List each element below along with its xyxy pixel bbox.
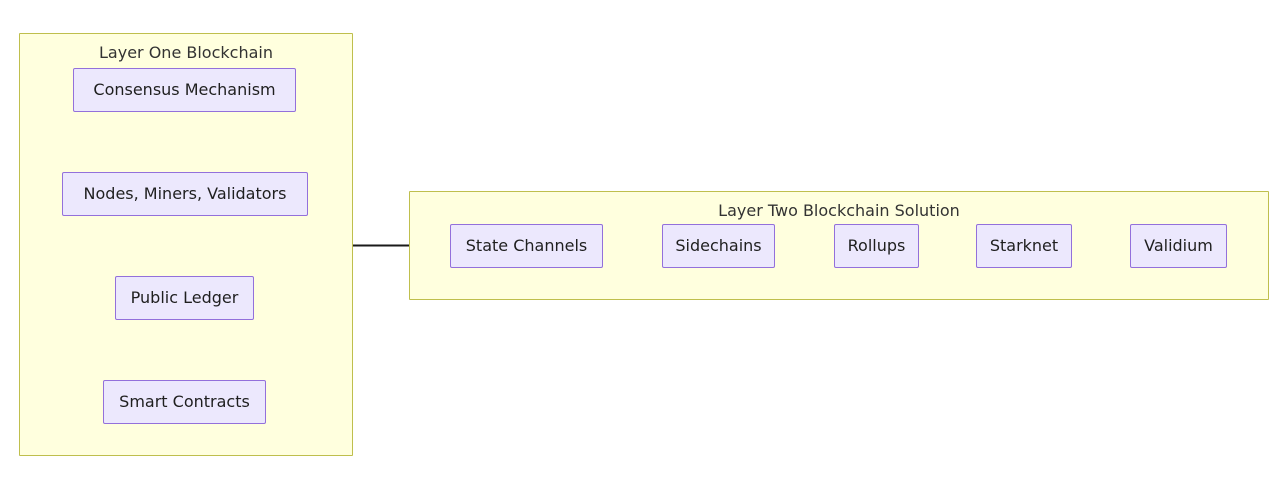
node-nodes-miners-validators-label: Nodes, Miners, Validators bbox=[83, 184, 287, 203]
node-starknet[interactable]: Starknet bbox=[976, 224, 1072, 268]
node-validium[interactable]: Validium bbox=[1130, 224, 1227, 268]
node-sidechains[interactable]: Sidechains bbox=[662, 224, 775, 268]
node-sidechains-label: Sidechains bbox=[675, 236, 762, 255]
cluster-layer-two-title: Layer Two Blockchain Solution bbox=[718, 201, 960, 220]
node-rollups-label: Rollups bbox=[847, 236, 906, 255]
node-public-ledger-label: Public Ledger bbox=[130, 288, 239, 307]
cluster-layer-one-title: Layer One Blockchain bbox=[99, 43, 273, 62]
node-smart-contracts-label: Smart Contracts bbox=[119, 392, 250, 411]
node-public-ledger[interactable]: Public Ledger bbox=[115, 276, 254, 320]
node-nodes-miners-validators[interactable]: Nodes, Miners, Validators bbox=[62, 172, 308, 216]
node-starknet-label: Starknet bbox=[989, 236, 1059, 255]
node-rollups[interactable]: Rollups bbox=[834, 224, 919, 268]
node-consensus-mechanism[interactable]: Consensus Mechanism bbox=[73, 68, 296, 112]
node-state-channels[interactable]: State Channels bbox=[450, 224, 603, 268]
node-validium-label: Validium bbox=[1144, 236, 1213, 255]
node-consensus-mechanism-label: Consensus Mechanism bbox=[93, 80, 276, 99]
node-smart-contracts[interactable]: Smart Contracts bbox=[103, 380, 266, 424]
node-state-channels-label: State Channels bbox=[465, 236, 588, 255]
